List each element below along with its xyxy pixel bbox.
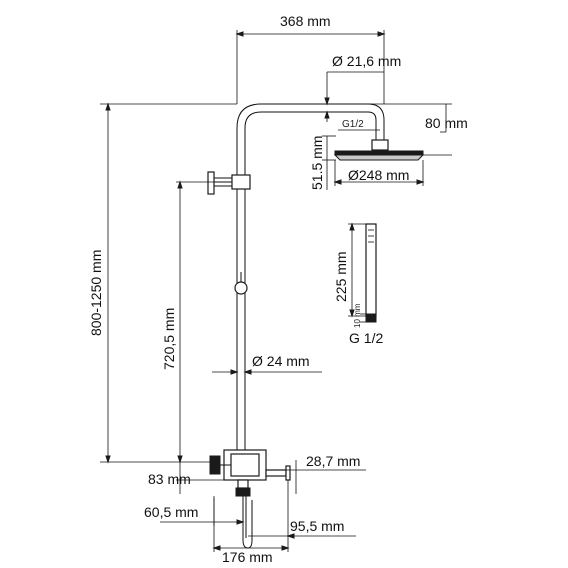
label-arm-length: 368 mm [280, 13, 331, 29]
mixer-body [209, 449, 291, 549]
height-adjust-knob [234, 272, 248, 295]
label-total-height: 800-1250 mm [88, 250, 104, 336]
label-head-connection: G1/2 [342, 119, 364, 130]
label-mixer-width: 176 mm [222, 549, 273, 565]
label-head-diameter: Ø248 mm [348, 167, 409, 183]
label-head-drop: 80 mm [425, 115, 468, 131]
rain-shower-head [333, 139, 425, 161]
label-hand-thread: G 1/2 [349, 330, 383, 346]
label-hand-small: 10 mm [353, 303, 362, 328]
hand-shower [365, 223, 377, 323]
label-mixer-height: 83 mm [148, 471, 191, 487]
label-mixer-offset: 60,5 mm [144, 504, 198, 520]
label-mixer-outlet: 95,5 mm [290, 518, 344, 534]
label-pipe-diameter: Ø 24 mm [252, 353, 310, 369]
label-holder-height: 720,5 mm [161, 308, 177, 370]
label-arm-diameter: Ø 21,6 mm [332, 53, 401, 69]
label-head-thickness: 51.5 mm [309, 136, 325, 190]
dimension-lines [100, 30, 452, 552]
label-mixer-diameter: 28,7 mm [306, 453, 360, 469]
hand-shower-holder [207, 171, 251, 195]
dimension-labels: 368 mm Ø 21,6 mm G1/2 80 mm 51.5 mm Ø248… [88, 13, 468, 565]
label-hand-length: 225 mm [333, 251, 349, 302]
